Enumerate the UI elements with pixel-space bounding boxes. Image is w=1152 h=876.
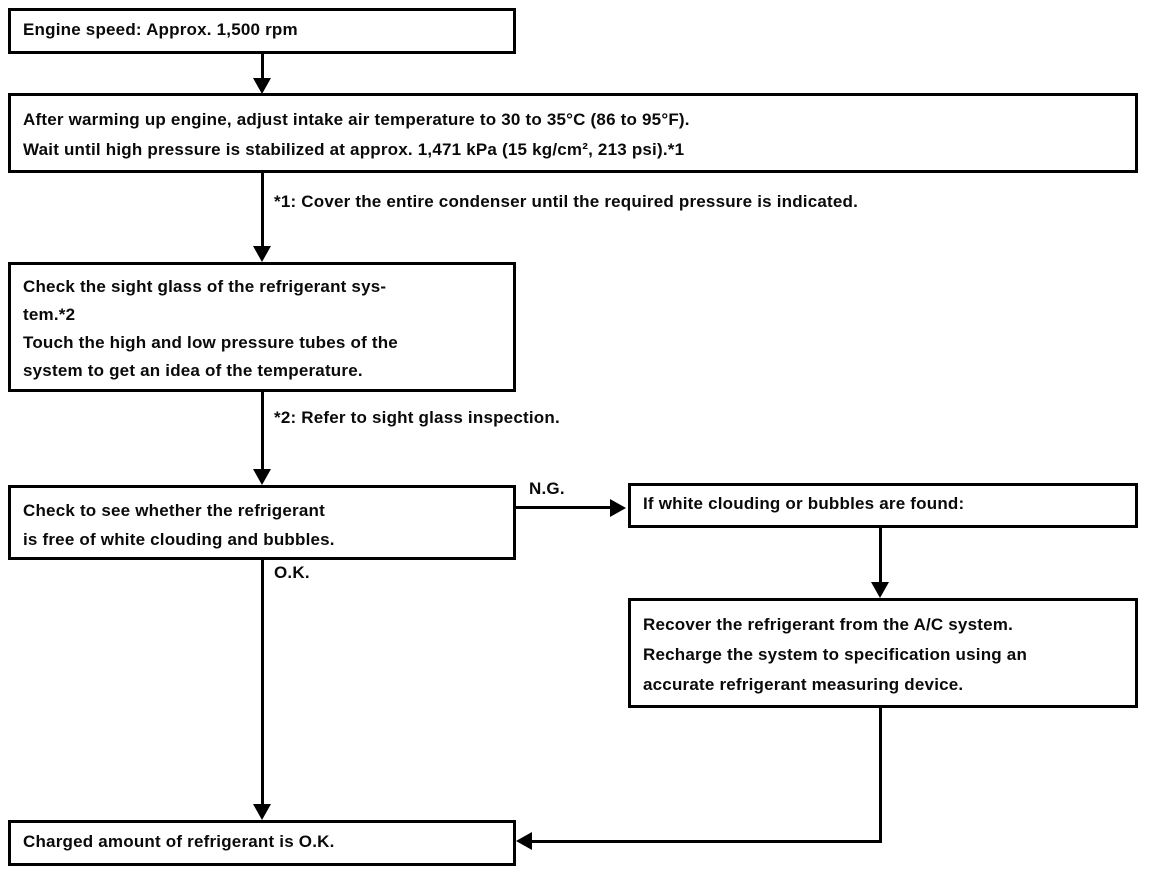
box-recover-line1: Recover the refrigerant from the A/C sys… [643,615,1014,634]
box-warm-up: After warming up engine, adjust intake a… [8,93,1138,173]
note-2: *2: Refer to sight glass inspection. [274,408,560,427]
box-sight-glass-line4: system to get an idea of the temperature… [23,361,363,380]
connector-ok [261,560,264,807]
box-warm-up-line1: After warming up engine, adjust intake a… [23,110,690,129]
arrowhead-left-icon [516,832,532,850]
connector-ng [516,506,612,509]
box-clouding-found-text: If white clouding or bubbles are found: [643,494,965,513]
edge-label-ok: O.K. [274,563,310,582]
connector-recover-down [879,708,882,843]
edge-label-ng: N.G. [529,479,565,498]
box-engine-speed: Engine speed: Approx. 1,500 rpm [8,8,516,54]
arrowhead-down-icon [871,582,889,598]
box-sight-glass-line1: Check the sight glass of the refrigerant… [23,277,387,296]
connector-warmup-to-sightglass [261,173,264,249]
box-engine-speed-text: Engine speed: Approx. 1,500 rpm [23,20,298,39]
arrowhead-down-icon [253,469,271,485]
arrowhead-down-icon [253,246,271,262]
box-clouding-found: If white clouding or bubbles are found: [628,483,1138,528]
connector-sightglass-to-check [261,392,264,472]
arrowhead-down-icon [253,804,271,820]
note-1: *1: Cover the entire condenser until the… [274,192,859,211]
box-check-clouding-line1: Check to see whether the refrigerant [23,501,325,520]
box-warm-up-line2: Wait until high pressure is stabilized a… [23,140,685,159]
arrowhead-right-icon [610,499,626,517]
box-charged-ok-text: Charged amount of refrigerant is O.K. [23,832,335,851]
box-recover: Recover the refrigerant from the A/C sys… [628,598,1138,708]
box-sight-glass-line2: tem.*2 [23,305,76,324]
arrowhead-down-icon [253,78,271,94]
box-sight-glass: Check the sight glass of the refrigerant… [8,262,516,392]
connector-engine-to-warmup [261,54,264,81]
box-check-clouding: Check to see whether the refrigerant is … [8,485,516,560]
box-sight-glass-line3: Touch the high and low pressure tubes of… [23,333,398,352]
box-recover-line3: accurate refrigerant measuring device. [643,675,964,694]
box-charged-ok: Charged amount of refrigerant is O.K. [8,820,516,866]
box-check-clouding-line2: is free of white clouding and bubbles. [23,530,335,549]
box-recover-line2: Recharge the system to specification usi… [643,645,1028,664]
connector-recover-to-charged [531,840,882,843]
connector-cloudingfound-to-recover [879,528,882,585]
